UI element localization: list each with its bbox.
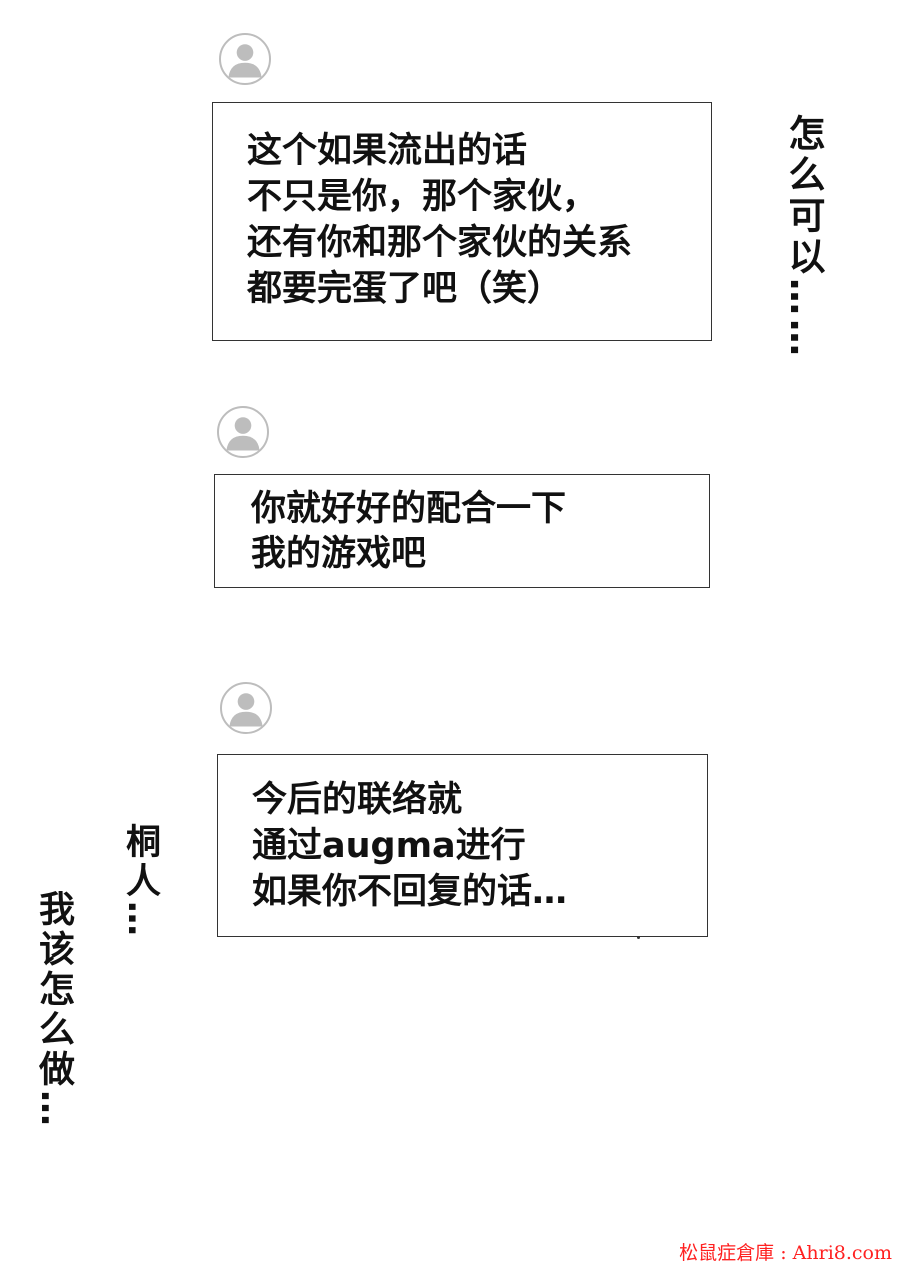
- message-line: 通过augma进行: [252, 826, 526, 866]
- stray-dot: [637, 936, 640, 939]
- message-line: 我的游戏吧: [251, 534, 427, 574]
- watermark-text: 松鼠症倉庫 : Ahri8.com: [679, 1242, 892, 1264]
- default-user-avatar-icon: [219, 33, 271, 85]
- message-line: 还有你和那个家伙的关系: [247, 223, 633, 263]
- thought-text-right: 怎么可以……: [782, 114, 825, 360]
- message-line: 这个如果流出的话: [247, 131, 528, 171]
- message-line: 如果你不回复的话…: [252, 872, 568, 912]
- chat-message-bubble: 你就好好的配合一下 我的游戏吧: [214, 474, 710, 588]
- message-line: 不只是你，那个家伙，: [247, 177, 598, 217]
- message-line: 你就好好的配合一下: [251, 489, 567, 529]
- default-user-avatar-icon: [220, 682, 272, 734]
- message-line: 都要完蛋了吧（笑）: [247, 269, 563, 309]
- chat-message-bubble: 这个如果流出的话 不只是你，那个家伙， 还有你和那个家伙的关系 都要完蛋了吧（笑…: [212, 102, 712, 341]
- default-user-avatar-icon: [217, 406, 269, 458]
- chat-message-bubble: 今后的联络就 通过augma进行 如果你不回复的话…: [217, 754, 708, 937]
- thought-text-kirito: 桐人…: [120, 823, 160, 940]
- message-line: 今后的联络就: [252, 780, 463, 820]
- thought-text-self: 我该怎么做…: [33, 890, 74, 1130]
